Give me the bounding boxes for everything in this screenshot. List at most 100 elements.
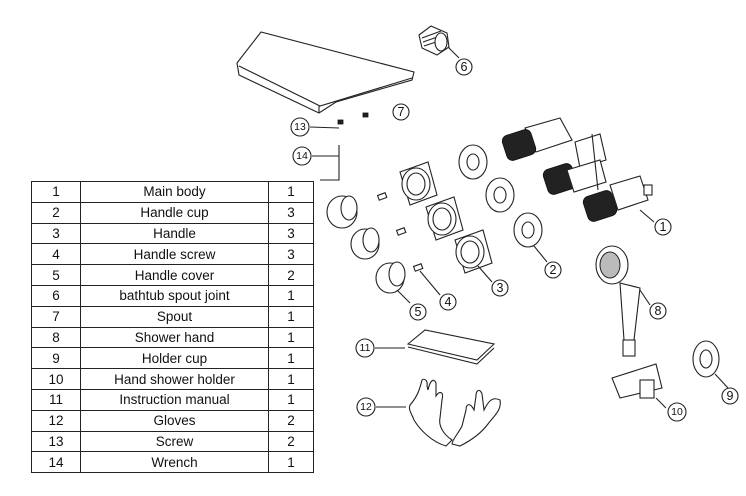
callout-13: 13 xyxy=(290,117,310,137)
part-quantity-cell: 1 xyxy=(268,284,314,307)
part-name-cell: Main body xyxy=(80,181,269,203)
screw-and-wrench-illustration xyxy=(309,126,340,181)
callout-12: 12 xyxy=(356,397,376,417)
callout-1: 1 xyxy=(654,218,672,236)
handles-illustration xyxy=(399,161,493,283)
callout-3: 3 xyxy=(491,279,509,297)
part-number-cell: 1 xyxy=(31,181,81,203)
callout-label: 9 xyxy=(727,389,734,403)
part-quantity-cell: 3 xyxy=(268,222,314,245)
part-quantity-cell: 2 xyxy=(268,430,314,453)
part-quantity-cell: 2 xyxy=(268,264,314,286)
shower-hand-illustration xyxy=(595,245,651,357)
part-number-cell: 13 xyxy=(31,430,81,453)
callout-7: 7 xyxy=(392,103,410,121)
part-quantity-cell: 3 xyxy=(268,201,314,224)
callout-9: 9 xyxy=(721,387,739,405)
part-number-cell: 7 xyxy=(31,305,81,328)
part-name-cell: Spout xyxy=(80,305,269,328)
part-number-cell: 10 xyxy=(31,368,81,390)
callout-label: 13 xyxy=(294,121,306,133)
callout-10: 10 xyxy=(667,402,687,422)
handle-screws-illustration xyxy=(376,192,441,296)
part-quantity-cell: 2 xyxy=(268,409,314,432)
part-quantity-cell: 1 xyxy=(268,347,314,370)
callout-11: 11 xyxy=(355,338,375,358)
gloves-illustration xyxy=(376,378,501,447)
callout-label: 2 xyxy=(550,263,557,277)
part-name-cell: Handle cover xyxy=(80,264,269,286)
callout-label: 6 xyxy=(461,60,468,74)
callout-label: 4 xyxy=(445,295,452,309)
callout-2: 2 xyxy=(544,261,562,279)
callout-label: 10 xyxy=(671,406,683,418)
callout-label: 5 xyxy=(415,305,422,319)
part-name-cell: Handle screw xyxy=(80,243,269,266)
callout-label: 8 xyxy=(655,304,662,318)
callout-8: 8 xyxy=(649,302,667,320)
part-name-cell: Handle cup xyxy=(80,201,269,224)
part-number-cell: 3 xyxy=(31,222,81,245)
part-name-cell: Screw xyxy=(80,430,269,453)
part-name-cell: Hand shower holder xyxy=(80,368,269,390)
holder-cup-illustration xyxy=(692,340,729,389)
callout-label: 11 xyxy=(360,342,371,354)
callout-14: 14 xyxy=(292,146,312,166)
spout-illustration xyxy=(236,31,415,125)
callout-label: 3 xyxy=(497,281,504,295)
part-name-cell: Holder cup xyxy=(80,347,269,370)
part-name-cell: bathtub spout joint xyxy=(80,284,269,307)
handle-cups-illustration xyxy=(458,144,548,263)
part-number-cell: 2 xyxy=(31,201,81,224)
part-quantity-cell: 1 xyxy=(268,388,314,411)
handle-covers-illustration xyxy=(326,195,411,304)
part-number-cell: 14 xyxy=(31,451,81,474)
part-number-cell: 11 xyxy=(31,388,81,411)
part-name-cell: Gloves xyxy=(80,409,269,432)
callout-6: 6 xyxy=(455,58,473,76)
bathtub-spout-joint-illustration xyxy=(418,25,460,59)
hand-shower-holder-illustration xyxy=(611,363,667,409)
callout-4: 4 xyxy=(439,293,457,311)
main-body-illustration xyxy=(501,117,655,223)
part-number-cell: 8 xyxy=(31,326,81,349)
part-number-cell: 5 xyxy=(31,264,81,286)
callout-label: 7 xyxy=(398,105,405,119)
part-quantity-cell: 1 xyxy=(268,181,314,203)
callout-label: 14 xyxy=(296,150,308,162)
callout-label: 1 xyxy=(660,220,667,234)
part-name-cell: Wrench xyxy=(80,451,269,474)
part-number-cell: 6 xyxy=(31,284,81,307)
part-number-cell: 9 xyxy=(31,347,81,370)
part-number-cell: 12 xyxy=(31,409,81,432)
part-quantity-cell: 1 xyxy=(268,326,314,349)
instruction-manual-illustration xyxy=(375,329,496,365)
part-name-cell: Instruction manual xyxy=(80,388,269,411)
part-quantity-cell: 1 xyxy=(268,451,314,474)
part-number-cell: 4 xyxy=(31,243,81,266)
part-quantity-cell: 1 xyxy=(268,368,314,390)
part-quantity-cell: 1 xyxy=(268,305,314,328)
callout-label: 12 xyxy=(360,401,372,413)
part-quantity-cell: 3 xyxy=(268,243,314,266)
part-name-cell: Shower hand xyxy=(80,326,269,349)
part-name-cell: Handle xyxy=(80,222,269,245)
callout-5: 5 xyxy=(409,303,427,321)
